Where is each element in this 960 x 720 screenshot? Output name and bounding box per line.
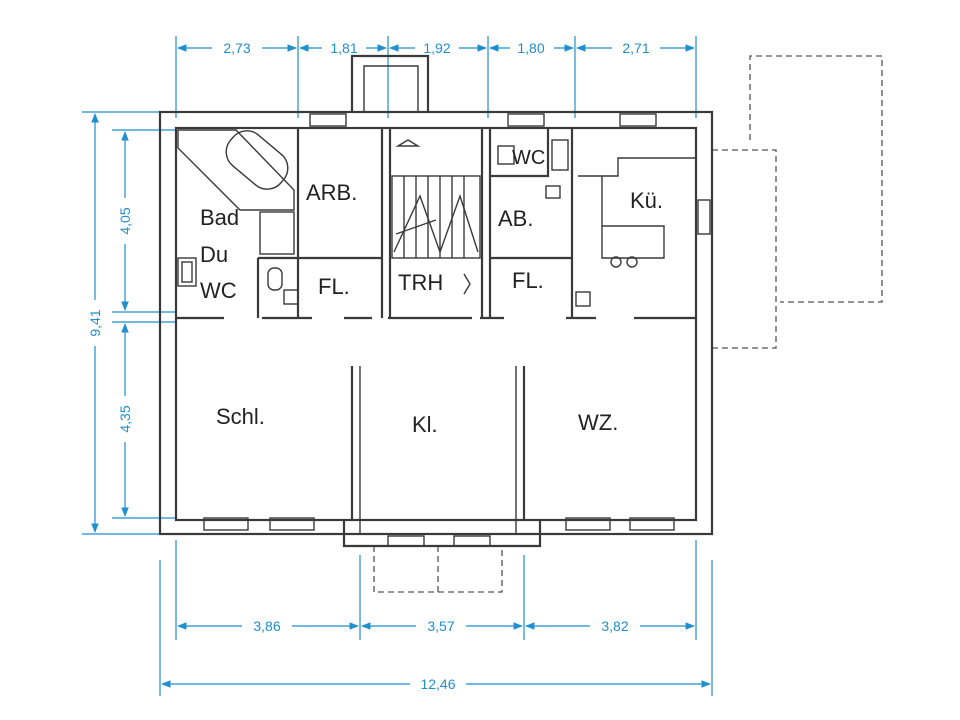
room-label-fl-right: FL.	[512, 268, 544, 293]
dim-top-3: 1,92	[423, 40, 450, 56]
room-label-ab: AB.	[498, 206, 533, 231]
dim-top-4: 1,80	[517, 40, 544, 56]
room-label-du: Du	[200, 242, 228, 267]
room-label-wc-left: WC	[200, 278, 237, 303]
dim-bottom-3: 3,82	[601, 618, 628, 634]
dim-bottom-1: 3,86	[253, 618, 280, 634]
dim-left-total: 9,41	[87, 309, 103, 336]
room-label-wz: WZ.	[578, 410, 618, 435]
dimension-labels: 2,73 1,81 1,92 1,80 2,71 9,41 4,05 4,35 …	[86, 40, 660, 692]
room-label-kue: Kü.	[630, 188, 663, 213]
fixtures	[177, 129, 638, 307]
room-label-schl: Schl.	[216, 404, 265, 429]
room-label-wc-right: WC	[512, 147, 545, 169]
dim-top-2: 1,81	[330, 40, 357, 56]
room-label-bad: Bad	[200, 205, 239, 230]
balconies	[373, 55, 883, 593]
dim-top-1: 2,73	[223, 40, 250, 56]
room-label-fl-left: FL.	[318, 274, 350, 299]
windows	[203, 113, 711, 547]
exterior-walls	[158, 54, 714, 548]
dim-top-5: 2,71	[622, 40, 649, 56]
dim-left-upper: 4,05	[117, 207, 133, 234]
dim-bottom-total: 12,46	[420, 676, 455, 692]
room-label-arb: ARB.	[306, 180, 357, 205]
room-label-trh: TRH	[398, 270, 443, 295]
staircase	[391, 139, 481, 295]
dim-bottom-2: 3,57	[427, 618, 454, 634]
dim-left-lower: 4,35	[117, 405, 133, 432]
room-labels: Bad Du WC ARB. FL. TRH WC AB. FL. Kü. Sc…	[200, 147, 663, 437]
interior-walls	[176, 128, 696, 534]
room-label-kl: Kl.	[412, 412, 438, 437]
